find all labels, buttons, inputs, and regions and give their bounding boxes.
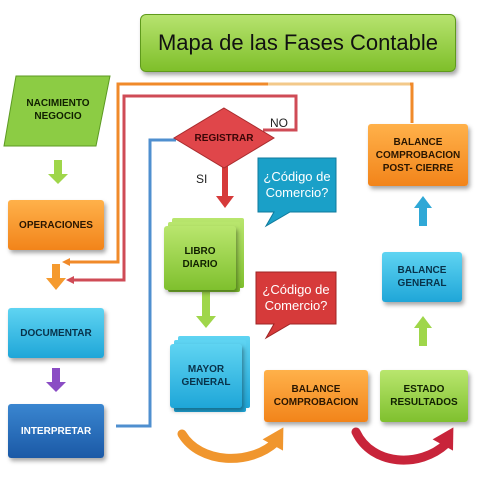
loop-line-blue [116,138,176,428]
loop-line-red [74,94,298,282]
node-operaciones: OPERACIONES [8,200,104,250]
arrow-libro-mayor [196,292,216,328]
callout-codigo-comercio-1: ¿Código de Comercio? [263,169,331,200]
loop-line-orange [70,82,414,264]
label-no: NO [270,116,288,130]
node-estado-resultados: ESTADO RESULTADOS [380,370,468,422]
node-balance-comprobacion: BALANCE COMPROBACION [264,370,368,422]
label-si: SI [196,172,208,186]
arrow-balance-general-post [414,196,432,226]
callout-codigo-comercio-2: ¿Código de Comercio? [262,282,330,313]
node-nacimiento-negocio: NACIMIENTO NEGOCIO [26,98,90,122]
curved-arrow-orange [177,429,281,463]
arrow-estado-balance-general [414,316,432,346]
arrow-nacimiento-operaciones [48,160,68,184]
node-mayor-general: MAYOR GENERAL [170,344,242,408]
node-balance-post-cierre: BALANCE COMPROBACION POST- CIERRE [368,124,468,186]
curved-arrow-red [351,427,451,465]
arrow-registrar-libro [216,166,234,208]
node-interpretar: INTERPRETAR [8,404,104,458]
node-balance-general: BALANCE GENERAL [382,252,462,302]
node-registrar: REGISTRAR [194,132,254,144]
page-title: Mapa de las Fases Contable [140,14,456,72]
node-libro-diario: LIBRO DIARIO [164,226,236,290]
node-documentar: DOCUMENTAR [8,308,104,358]
arrow-documentar-interpretar [46,368,66,392]
arrow-operaciones-documentar [46,264,66,290]
